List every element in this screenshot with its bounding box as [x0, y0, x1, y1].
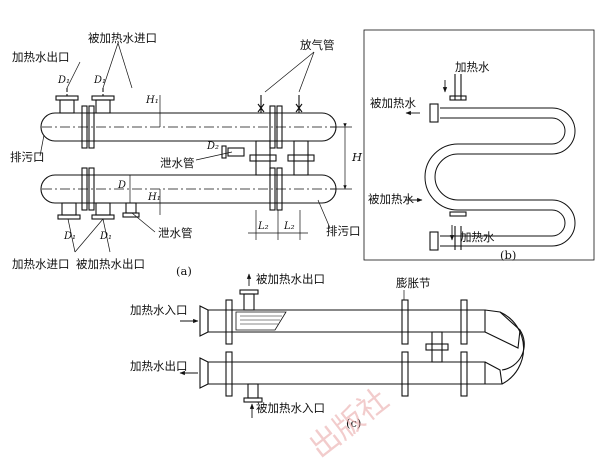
dim-d1-top-left: D₁: [58, 75, 71, 86]
label-drain-pipe-low: 泄水管: [158, 226, 193, 240]
dim-d1-low-left: D₁: [64, 231, 77, 242]
dim-d1-top-right: D₁: [94, 75, 107, 86]
label-b-heated-water-top: 被加热水: [370, 96, 416, 110]
label-heating-water-outlet: 加热水出口: [12, 50, 70, 64]
label-drain-pipe-mid: 泄水管: [160, 156, 195, 170]
label-c-heated-water-inlet: 被加热水入口: [256, 401, 325, 415]
dim-d2: D₂: [207, 141, 220, 152]
lower-tube: [207, 361, 486, 385]
label-c-heating-water-outlet: 加热水出口: [130, 359, 188, 373]
u-bend: [499, 311, 525, 385]
dim-h1-top: H₁: [146, 95, 159, 106]
label-heating-water-inlet-bottom: 加热水进口: [12, 257, 70, 271]
label-b-heated-water-bottom: 被加热水: [368, 192, 414, 206]
panel-b-drawing: [363, 29, 595, 261]
label-b-heating-water-bottom: 加热水: [460, 230, 495, 244]
diagram-stage: 被加热水进口 加热水出口 放气管 D₁ D₁ H₁ 排污口 D₂ 泄水管 H D…: [10, 29, 595, 465]
dim-h1-low: H₁: [148, 192, 161, 203]
label-drain-outlet-right: 排污口: [326, 224, 361, 238]
label-heated-water-outlet-bottom: 被加热水出口: [76, 257, 145, 271]
caption-c: (c): [346, 416, 362, 430]
panel-a-drawing: [39, 42, 352, 253]
dim-l2-left: L₂: [258, 221, 269, 232]
label-b-heating-water-top: 加热水: [455, 60, 490, 74]
label-drain-outlet-left: 排污口: [10, 150, 45, 164]
upper-tube: [207, 309, 486, 333]
caption-a: (a): [176, 264, 192, 278]
lower-shell: [40, 174, 337, 204]
serpentine-coil: [434, 107, 576, 247]
caption-b: (b): [500, 248, 517, 262]
label-heated-water-inlet-top: 被加热水进口: [88, 31, 157, 45]
dim-h: H: [352, 150, 363, 164]
label-c-expansion-joint: 膨胀节: [396, 276, 431, 290]
upper-shell: [40, 112, 337, 142]
panel-c-drawing: [179, 273, 525, 418]
diagram-drawing: [39, 29, 595, 418]
dim-d1-low-right: D₁: [100, 231, 113, 242]
dim-l2-right: L₂: [284, 221, 295, 232]
dim-d: D: [118, 180, 127, 191]
label-c-heating-water-inlet: 加热水入口: [130, 303, 188, 317]
label-vent-pipe: 放气管: [300, 38, 335, 52]
label-c-heated-water-outlet: 被加热水出口: [256, 272, 325, 286]
